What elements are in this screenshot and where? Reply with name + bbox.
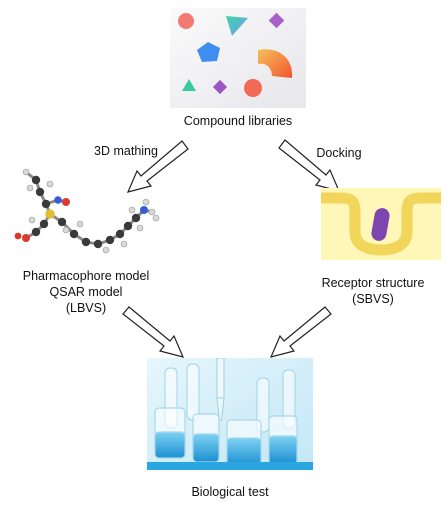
receptor-label-2: (SBVS)	[352, 292, 394, 306]
pipette	[216, 358, 225, 421]
pharmacophore-molecule-image	[6, 160, 166, 260]
receptor-label-1: Receptor structure	[321, 276, 425, 290]
receptor-ligand	[371, 208, 390, 241]
ligand-label-3: (LBVS)	[65, 301, 107, 315]
biological-test-image	[147, 358, 313, 470]
shape-green-triangle	[182, 79, 196, 91]
shape-orange-arc	[258, 49, 293, 78]
ligand-label-2: QSAR model	[49, 285, 123, 299]
compound-libraries-label: Compound libraries	[183, 114, 293, 128]
biological-test-label: Biological test	[191, 485, 269, 499]
shape-coral-circle	[244, 79, 262, 97]
receptor-wall	[321, 192, 441, 256]
arrow-docking-label: Docking	[316, 146, 362, 160]
arrow-receptor-to-test	[269, 306, 332, 358]
ligand-label-1: Pharmacophore model	[22, 269, 150, 283]
receptor-pocket-image	[321, 188, 441, 260]
compound-library-image	[170, 8, 306, 108]
shape-teal-triangle	[226, 16, 248, 36]
shape-blue-pentagon	[197, 42, 220, 62]
arrow-3d-matching-label: 3D mathing	[94, 144, 158, 158]
shape-red-circle	[178, 13, 194, 29]
